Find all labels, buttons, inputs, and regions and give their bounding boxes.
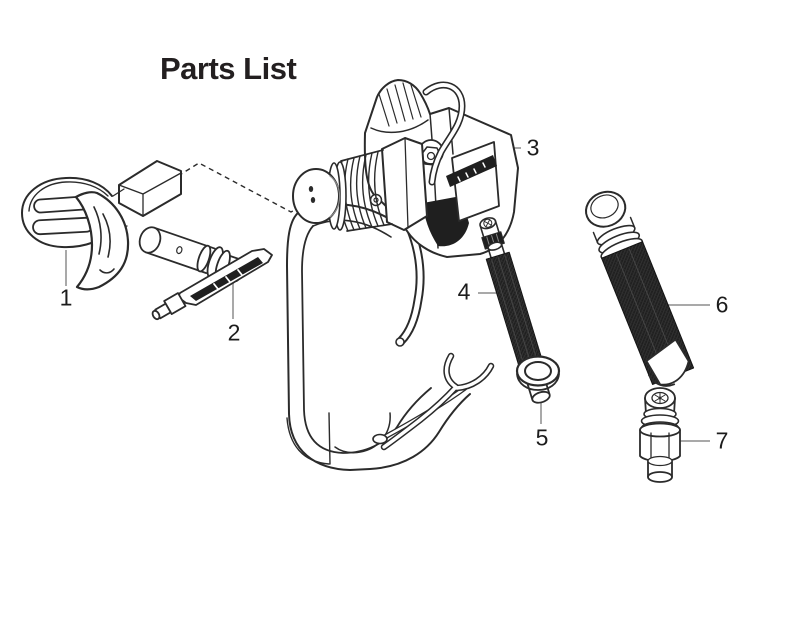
spray-tip-drawing bbox=[138, 226, 273, 321]
part-label-2: 2 bbox=[227, 319, 241, 346]
page-title: Parts List bbox=[160, 51, 297, 86]
guard-fork bbox=[372, 352, 495, 451]
part-label-3: 3 bbox=[526, 134, 540, 161]
gun-fluid-housing bbox=[292, 137, 428, 232]
tip-guard-drawing bbox=[21, 160, 182, 291]
spray-gun-drawing bbox=[286, 79, 519, 471]
gun-hook bbox=[422, 81, 466, 186]
filter-element-drawing bbox=[585, 190, 695, 387]
part-label-7: 7 bbox=[715, 427, 729, 454]
swivel-fitting-drawing bbox=[639, 387, 681, 483]
part-label-1: 1 bbox=[59, 284, 73, 311]
gun-handle-loop bbox=[286, 203, 471, 471]
part-label-5: 5 bbox=[535, 424, 549, 451]
gasket-drawing bbox=[515, 355, 561, 391]
part-label-4: 4 bbox=[457, 278, 471, 305]
part-label-6: 6 bbox=[715, 291, 729, 318]
alignment-dashed-line bbox=[177, 162, 311, 213]
